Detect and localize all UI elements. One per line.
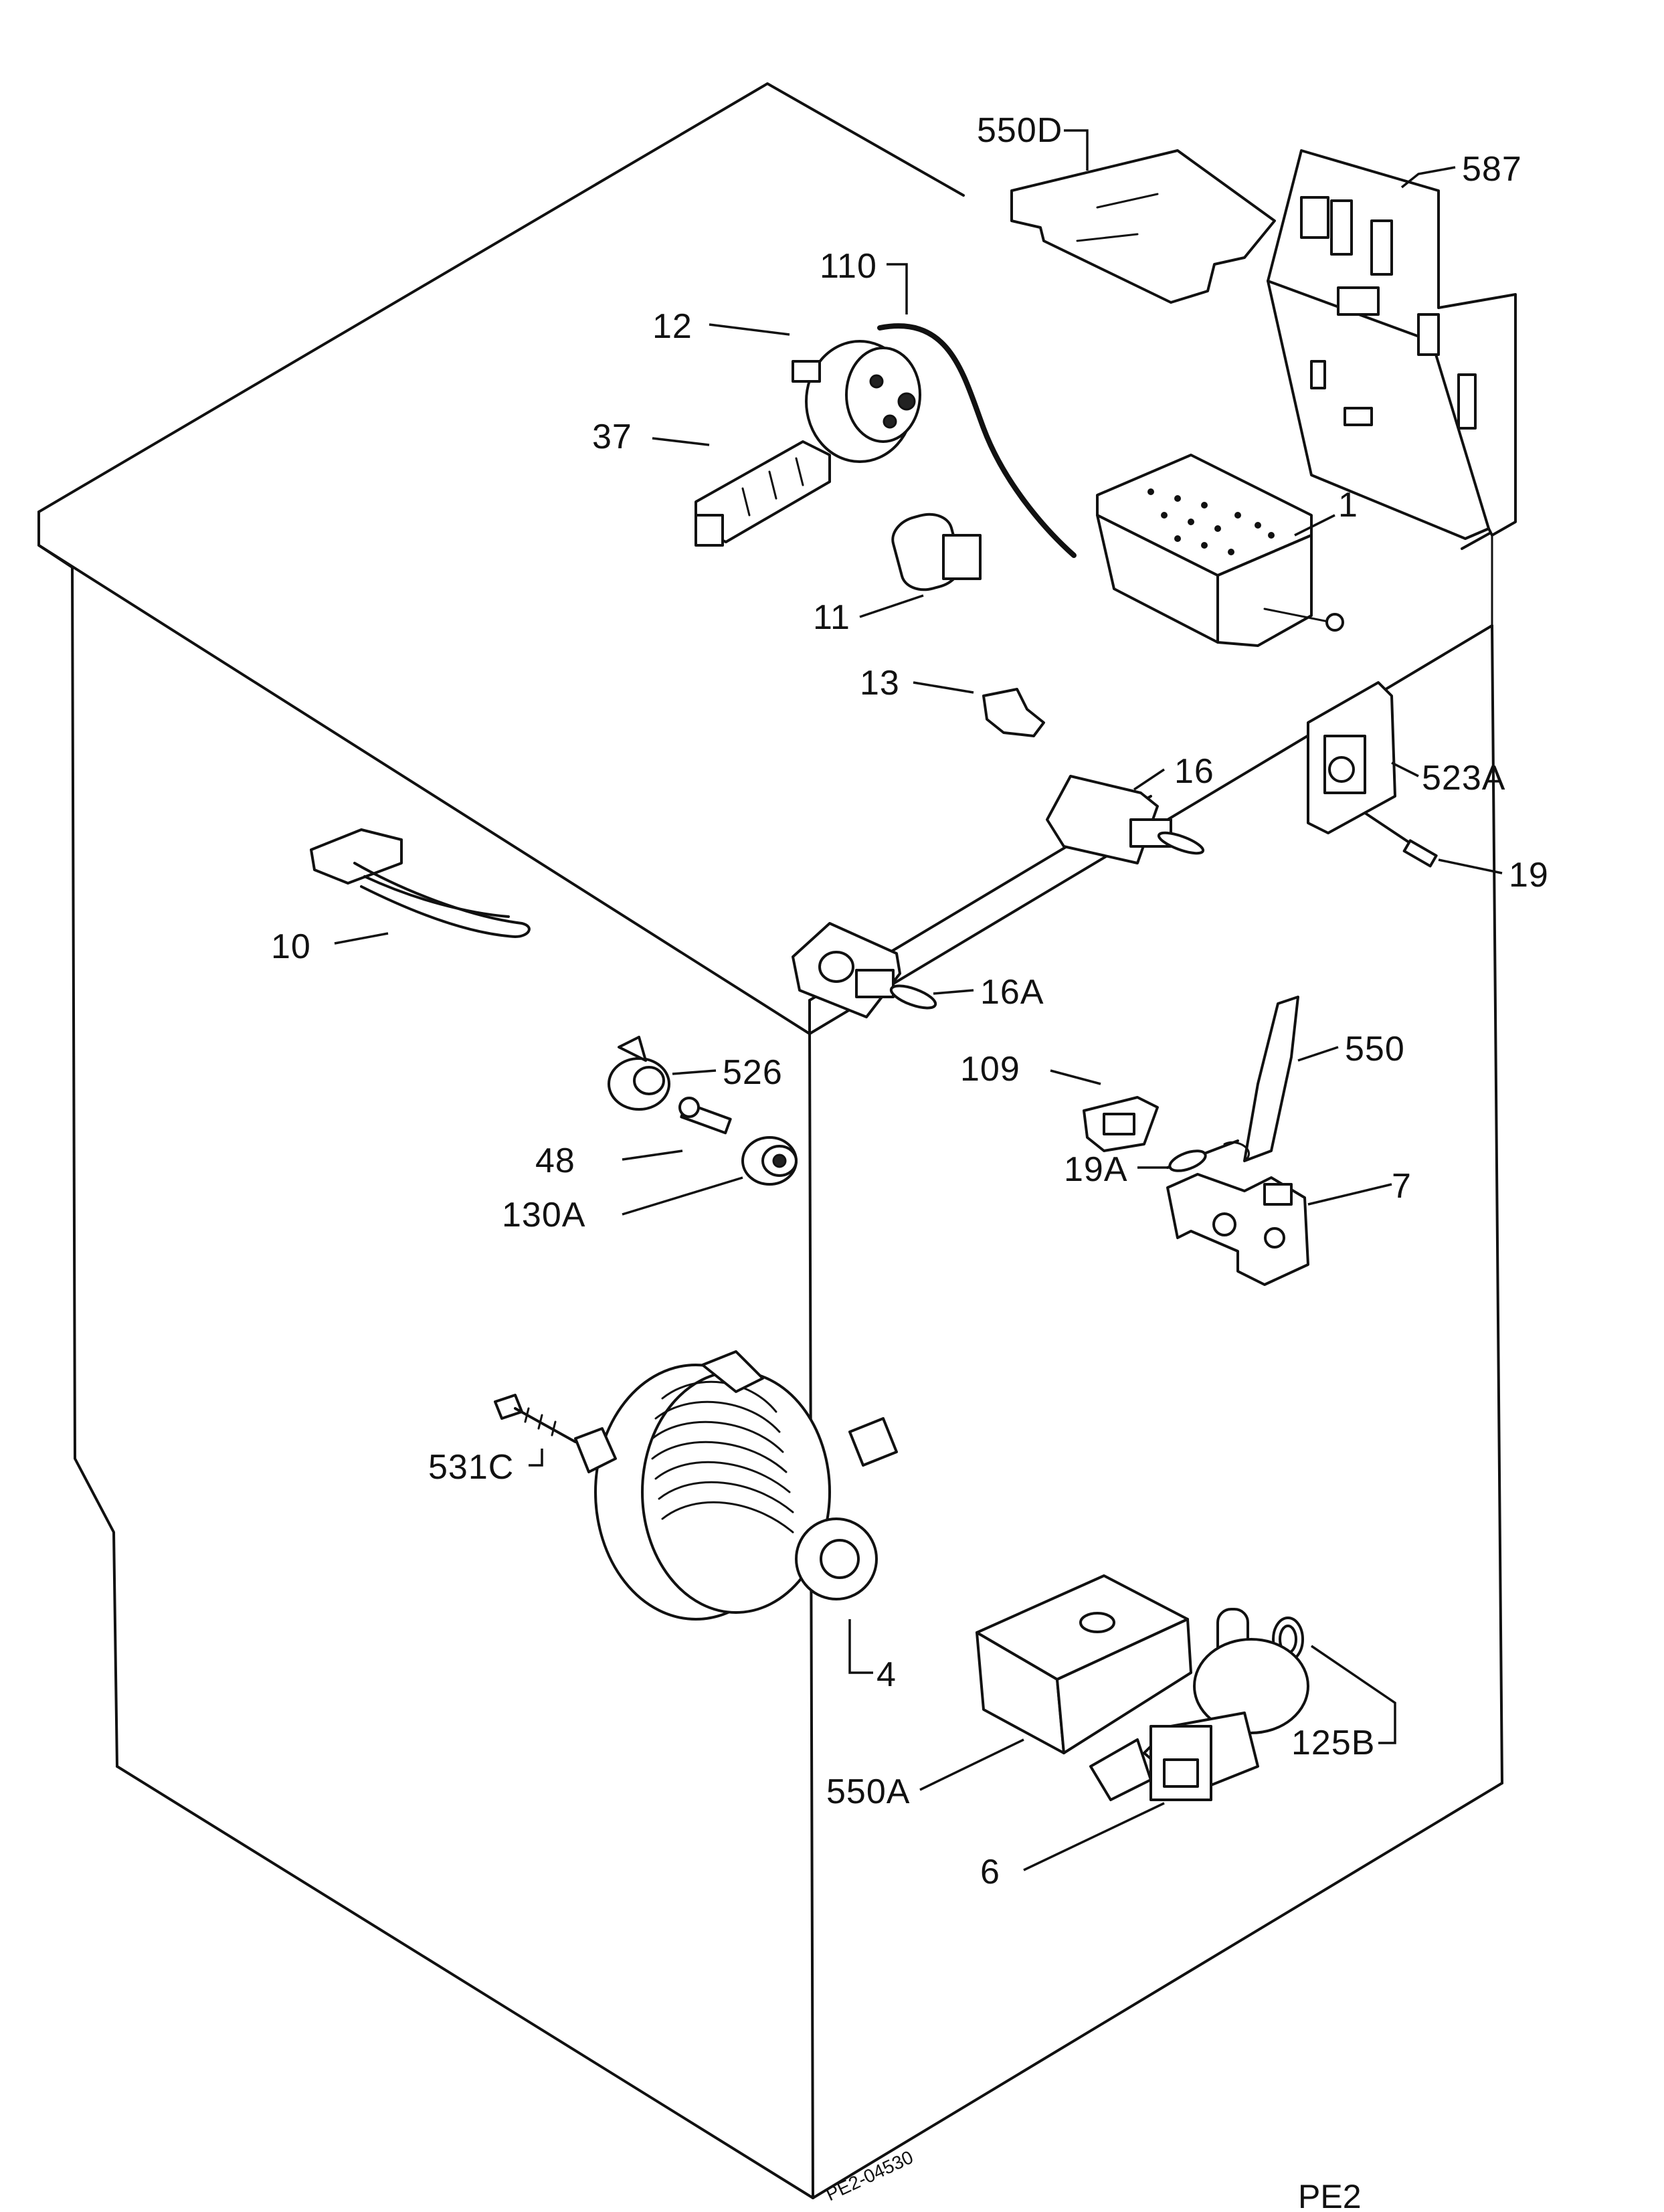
callout-19A: 19A — [1064, 1150, 1128, 1189]
door-lock-7 — [1166, 1173, 1309, 1286]
callout-550: 550 — [1345, 1030, 1405, 1069]
callout-125B: 125B — [1291, 1724, 1375, 1762]
bracket-109 — [1083, 1096, 1159, 1152]
callout-11: 11 — [813, 598, 850, 637]
motor-4 — [574, 1350, 898, 1621]
callout-550D: 550D — [977, 111, 1062, 150]
callout-labels: 550D 587 110 12 37 1 11 13 523A 16 19 10… — [271, 111, 1549, 1892]
lever-550 — [1223, 996, 1299, 1162]
callout-37: 37 — [592, 418, 632, 456]
pressure-switch-12 — [792, 340, 921, 463]
callout-130A: 130A — [502, 1196, 585, 1234]
callout-109: 109 — [960, 1050, 1020, 1089]
callout-13: 13 — [860, 664, 900, 703]
sensor-19 — [1364, 812, 1438, 868]
heating-element-10 — [310, 828, 531, 938]
callout-531C: 531C — [428, 1448, 514, 1487]
sensor-19A — [1166, 1139, 1239, 1172]
callout-6: 6 — [980, 1853, 1000, 1892]
pin-48 — [678, 1097, 732, 1135]
callout-526: 526 — [723, 1053, 783, 1092]
callout-587: 587 — [1462, 150, 1522, 189]
knob-526 — [608, 1036, 670, 1111]
cover-plate-550D — [1010, 149, 1276, 304]
bracket-523A — [1307, 681, 1396, 834]
connector-block-37 — [695, 440, 831, 547]
drain-pump-6 — [1089, 1608, 1309, 1801]
electronic-board-587 — [1267, 149, 1517, 540]
cabinet-outline — [37, 82, 1503, 2199]
hose-110 — [877, 323, 1077, 558]
callout-48: 48 — [535, 1141, 575, 1180]
capacitor-11 — [891, 513, 982, 591]
programmer-1 — [1096, 454, 1344, 647]
clip-13 — [982, 688, 1045, 737]
screw-531C — [494, 1394, 577, 1443]
callout-4: 4 — [876, 1655, 897, 1694]
callout-12: 12 — [652, 307, 692, 346]
callout-7: 7 — [1392, 1167, 1412, 1206]
callout-16A: 16A — [980, 973, 1044, 1012]
callout-1: 1 — [1338, 486, 1358, 525]
callout-19: 19 — [1509, 856, 1549, 895]
switch-16 — [1046, 775, 1205, 864]
callout-523A: 523A — [1422, 759, 1505, 798]
callout-10: 10 — [271, 927, 311, 966]
callout-110: 110 — [820, 247, 877, 286]
grommet-130A — [741, 1136, 798, 1186]
box-550A — [976, 1574, 1192, 1754]
switch-16A — [792, 922, 937, 1018]
callout-16: 16 — [1174, 752, 1214, 791]
sheet-id: PE2 — [1298, 2178, 1362, 2212]
leader-lines — [334, 129, 1503, 1871]
callout-550A: 550A — [826, 1772, 910, 1811]
drawing-code: PE2-04530 — [822, 2146, 916, 2205]
